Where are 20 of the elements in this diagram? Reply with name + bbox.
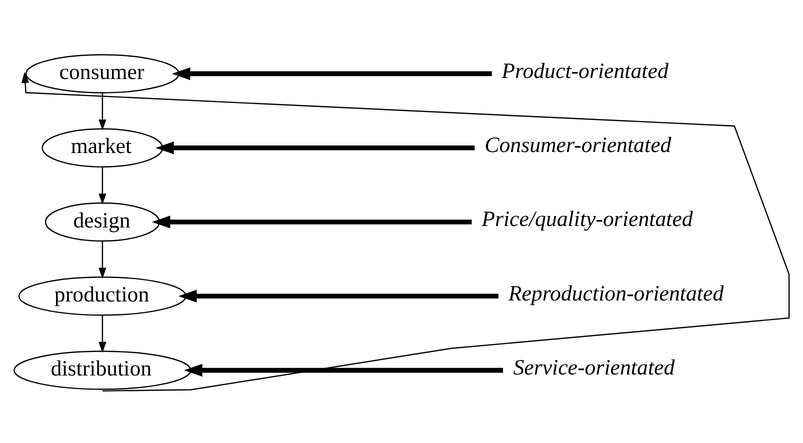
arrow (98, 166, 106, 204)
arrow (98, 314, 106, 352)
node-text: Reproduction-orientated (508, 280, 724, 305)
node-text: Consumer-orientated (484, 132, 672, 156)
arrow (172, 66, 492, 80)
node-text: Service-orientated (513, 354, 675, 379)
node-ellipse: design (44, 202, 160, 242)
arrow (156, 140, 475, 154)
node-ellipse: market (42, 128, 164, 167)
node-ellipse: production (18, 276, 187, 316)
node-ellipse: consumer (25, 54, 180, 93)
node-ellipse: distribution (14, 350, 192, 390)
arrow (184, 363, 504, 376)
arrow (98, 240, 106, 278)
node-text: Product-orientated (502, 58, 668, 82)
node-text: Price/quality-orientated (482, 206, 693, 231)
arrow (21, 71, 790, 392)
arrow (152, 215, 472, 228)
arrow (178, 289, 498, 302)
arrow (98, 92, 106, 130)
